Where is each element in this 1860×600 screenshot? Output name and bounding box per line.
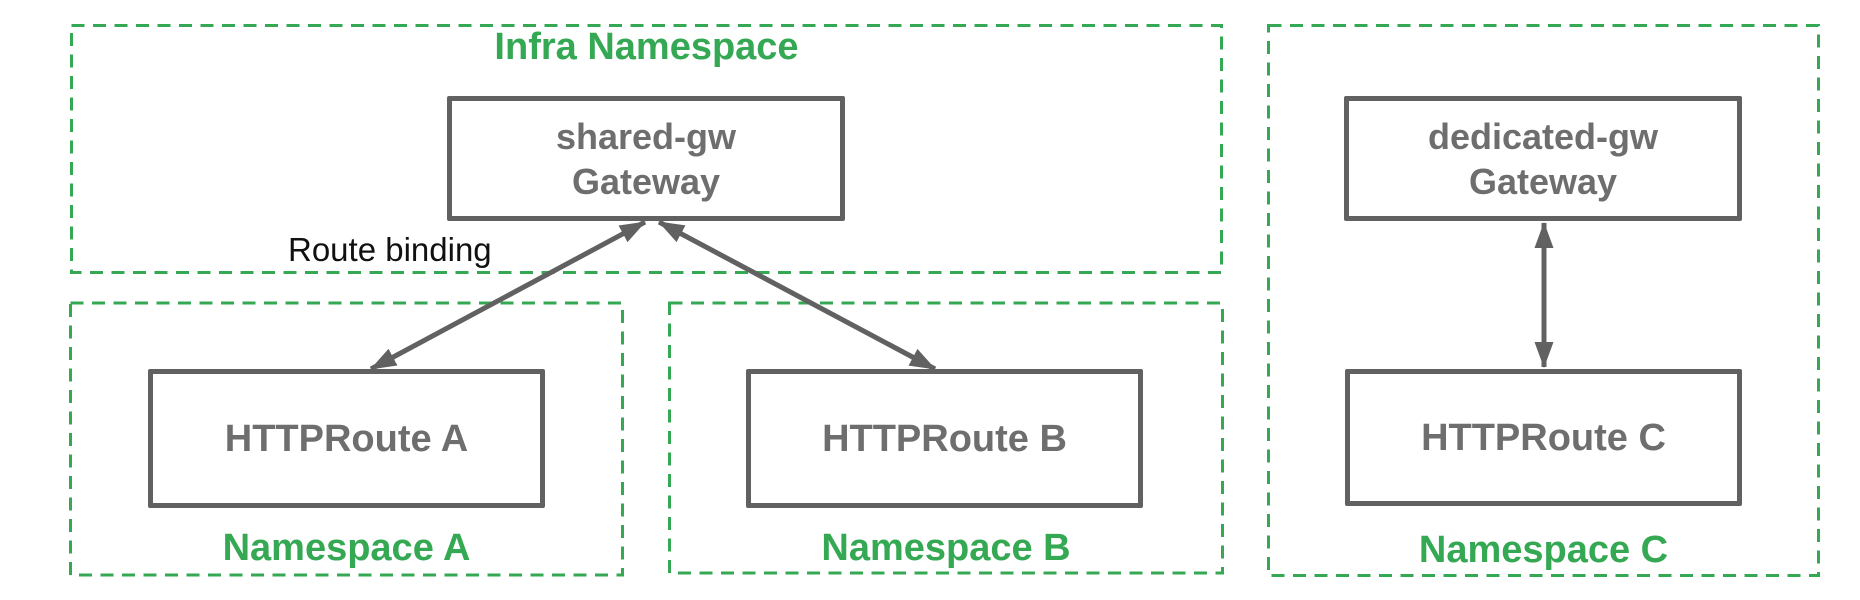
httproute-b-label: HTTPRoute B bbox=[822, 417, 1067, 460]
namespace-a-title: Namespace A bbox=[222, 527, 471, 569]
shared-gw-kind: Gateway bbox=[571, 160, 721, 202]
httproute-a-label: HTTPRoute A bbox=[224, 417, 469, 460]
infra-namespace-title: Infra Namespace bbox=[494, 26, 799, 68]
route-b-to-shared-gw-arrow bbox=[657, 219, 937, 372]
httproute-a-node: HTTPRoute A bbox=[148, 369, 545, 508]
httproute-b-node: HTTPRoute B bbox=[746, 369, 1143, 508]
dedicated-gw-name: dedicated-gw bbox=[1427, 115, 1659, 157]
shared-gw-name: shared-gw bbox=[555, 115, 737, 157]
httproute-c-label: HTTPRoute C bbox=[1421, 416, 1666, 459]
namespace-b-title: Namespace B bbox=[821, 527, 1071, 569]
dedicated-gw-gateway-node: dedicated-gw Gateway bbox=[1344, 96, 1742, 221]
route-binding-label: Route binding bbox=[288, 231, 492, 268]
httproute-c-node: HTTPRoute C bbox=[1345, 369, 1742, 506]
shared-gw-gateway-node: shared-gw Gateway bbox=[447, 96, 845, 221]
dedicated-gw-kind: Gateway bbox=[1468, 160, 1618, 202]
namespace-c-title: Namespace C bbox=[1418, 529, 1669, 571]
